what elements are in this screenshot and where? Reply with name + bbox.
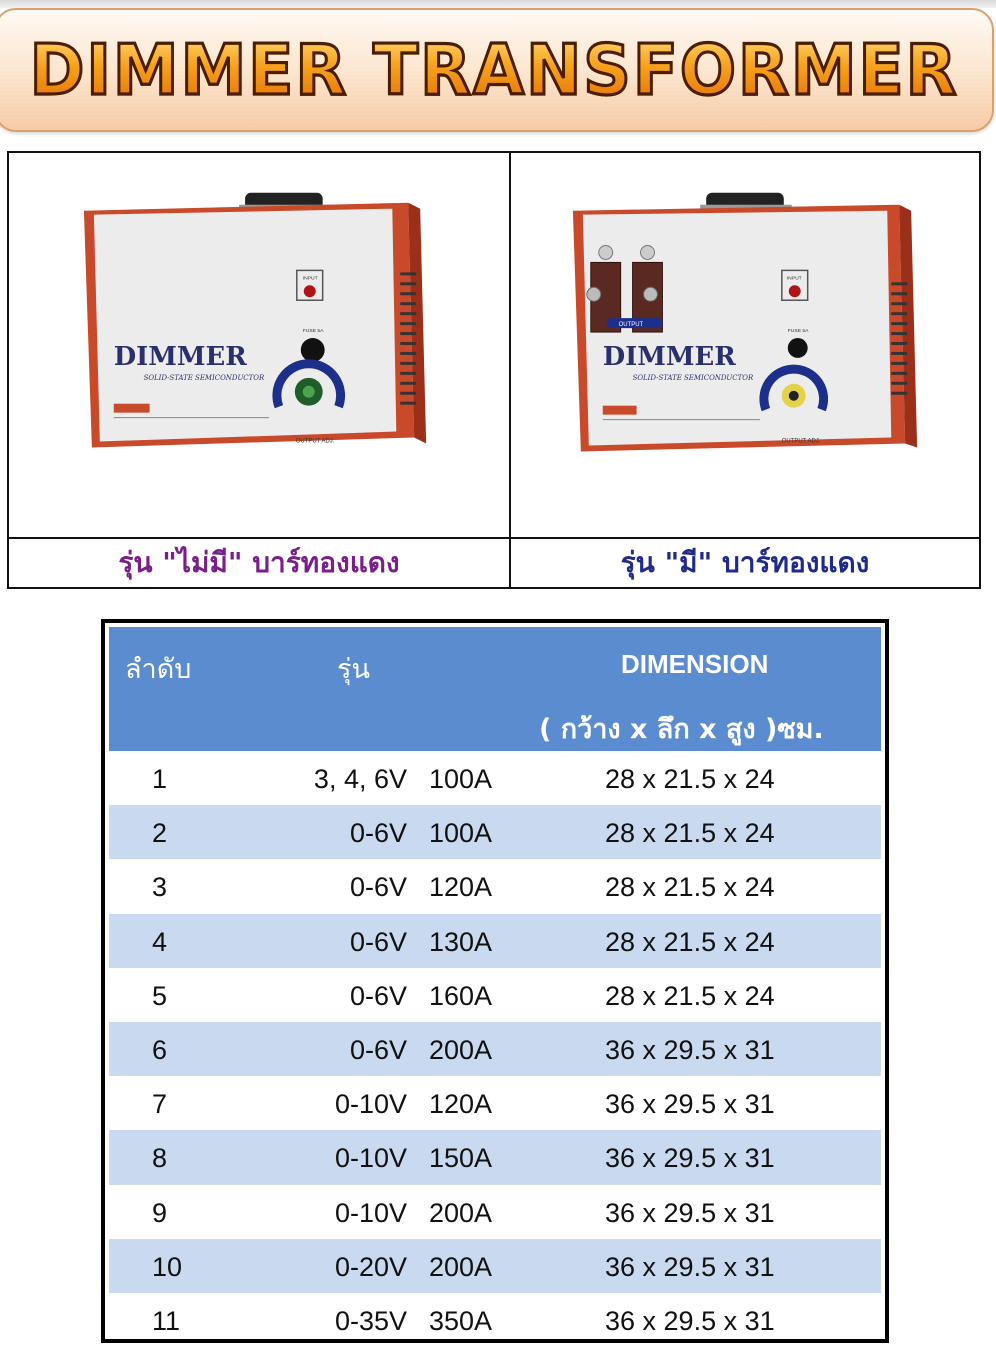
svg-text:FUSE 5A: FUSE 5A bbox=[303, 328, 324, 334]
row-current: 350A bbox=[429, 1305, 493, 1336]
row-voltage: 0-10V bbox=[334, 1089, 407, 1120]
dimmer-unit-image: INPUT FUSE 5A DIMMER SOLID-STATE SEMICON… bbox=[83, 192, 427, 448]
table-row: 2 0-6V 100A 28 x 21.5 x 24 bbox=[109, 805, 881, 860]
table-row: 11 0-35V 350A 36 x 29.5 x 31 bbox=[109, 1293, 881, 1347]
banner-title: DIMMER TRANSFORMER bbox=[28, 28, 959, 112]
row-dimension: 28 x 21.5 x 24 bbox=[605, 926, 775, 957]
row-number: 3 bbox=[152, 872, 168, 903]
table-row: 7 0-10V 120A 36 x 29.5 x 31 bbox=[109, 1076, 881, 1130]
caption-cell-with: รุ่น "มี" บาร์ทองแดง bbox=[511, 539, 979, 587]
row-dimension: 28 x 21.5 x 24 bbox=[605, 764, 775, 794]
photo-with-copper-bar: OUTPUT INPUT FUSE 5A DIMMER SOLID-STATE … bbox=[511, 153, 979, 539]
caption-without-copper-bar: รุ่น "ไม่มี" บาร์ทองแดง bbox=[118, 546, 400, 579]
row-current: 200A bbox=[429, 1197, 493, 1228]
row-current: 120A bbox=[429, 1089, 493, 1120]
row-voltage: 0-10V bbox=[334, 1197, 407, 1228]
row-current: 130A bbox=[429, 926, 493, 957]
row-voltage: 0-10V bbox=[334, 1143, 407, 1174]
svg-text:FUSE 5A: FUSE 5A bbox=[788, 328, 809, 334]
table-row: 8 0-10V 150A 36 x 29.5 x 31 bbox=[109, 1130, 881, 1185]
table-row: 10 0-20V 200A 36 x 29.5 x 31 bbox=[109, 1238, 881, 1293]
table-row: 4 0-6V 130A 28 x 21.5 x 24 bbox=[109, 913, 881, 968]
table-row: 5 0-6V 160A 28 x 21.5 x 24 bbox=[109, 968, 881, 1022]
row-number: 1 bbox=[152, 764, 168, 794]
svg-text:INPUT: INPUT bbox=[303, 275, 318, 281]
spec-table-body: 1 3, 4, 6V 100A 28 x 21.5 x 24 2 0-6V 100A 28 x… bbox=[109, 751, 881, 1347]
row-current: 200A bbox=[429, 1034, 493, 1065]
svg-text:OUTPUT ADJ.: OUTPUT ADJ. bbox=[296, 438, 335, 444]
table-row: 6 0-6V 200A 36 x 29.5 x 31 bbox=[109, 1021, 881, 1077]
row-voltage: 0-6V bbox=[349, 818, 407, 849]
svg-text:OUTPUT: OUTPUT bbox=[619, 322, 644, 328]
row-number: 11 bbox=[152, 1305, 181, 1336]
row-number: 7 bbox=[152, 1089, 168, 1120]
row-current: 200A bbox=[429, 1251, 493, 1282]
row-dimension: 28 x 21.5 x 24 bbox=[605, 872, 775, 903]
row-number: 4 bbox=[152, 926, 168, 957]
row-current: 120A bbox=[429, 872, 493, 903]
row-current: 100A bbox=[429, 818, 493, 849]
svg-text:OUTPUT ADJ.: OUTPUT ADJ. bbox=[782, 438, 821, 444]
row-number: 5 bbox=[152, 980, 168, 1011]
row-current: 160A bbox=[429, 980, 493, 1011]
header-dimension-unit: ( กว้าง x ลึก x สูง )ซม. bbox=[539, 714, 824, 745]
row-current: 150A bbox=[429, 1143, 493, 1174]
table-row: 1 3, 4, 6V 100A 28 x 21.5 x 24 bbox=[109, 751, 881, 805]
spec-table: ลำดับ รุ่น DIMENSION ( กว้าง x ลึก x สูง… bbox=[101, 619, 889, 1343]
row-dimension: 28 x 21.5 x 24 bbox=[605, 980, 775, 1011]
photo-without-copper-bar: INPUT FUSE 5A DIMMER SOLID-STATE SEMICON… bbox=[9, 153, 511, 539]
svg-text:SOLID-STATE SEMICONDUCTOR: SOLID-STATE SEMICONDUCTOR bbox=[633, 374, 754, 382]
row-number: 2 bbox=[152, 818, 168, 849]
row-dimension: 36 x 29.5 x 31 bbox=[605, 1089, 775, 1120]
table-row: 9 0-10V 200A 36 x 29.5 x 31 bbox=[109, 1185, 881, 1239]
svg-text:DIMMER: DIMMER bbox=[603, 342, 736, 372]
row-number: 8 bbox=[152, 1143, 168, 1174]
header-model: รุ่น bbox=[337, 654, 370, 685]
row-dimension: 28 x 21.5 x 24 bbox=[605, 818, 775, 849]
table-row: 3 0-6V 120A 28 x 21.5 x 24 bbox=[109, 859, 881, 913]
row-number: 6 bbox=[152, 1034, 168, 1065]
row-dimension: 36 x 29.5 x 31 bbox=[605, 1143, 775, 1174]
row-voltage: 0-6V bbox=[349, 926, 407, 957]
caption-with-copper-bar: รุ่น "มี" บาร์ทองแดง bbox=[620, 546, 870, 579]
header-dimension: DIMENSION bbox=[621, 649, 769, 679]
row-current: 100A bbox=[429, 764, 493, 794]
row-number: 10 bbox=[152, 1251, 183, 1282]
row-voltage: 0-6V bbox=[349, 1034, 407, 1065]
svg-text:SOLID-STATE SEMICONDUCTOR: SOLID-STATE SEMICONDUCTOR bbox=[144, 374, 265, 382]
header-order: ลำดับ bbox=[125, 654, 192, 685]
row-dimension: 36 x 29.5 x 31 bbox=[605, 1305, 775, 1336]
caption-cell-without: รุ่น "ไม่มี" บาร์ทองแดง bbox=[9, 539, 511, 587]
svg-text:DIMMER: DIMMER bbox=[114, 342, 247, 372]
row-voltage: 3, 4, 6V bbox=[313, 764, 407, 794]
row-dimension: 36 x 29.5 x 31 bbox=[605, 1034, 775, 1065]
row-voltage: 0-35V bbox=[334, 1305, 407, 1336]
row-number: 9 bbox=[152, 1197, 168, 1228]
svg-text:INPUT: INPUT bbox=[787, 275, 802, 281]
product-photo-grid: INPUT FUSE 5A DIMMER SOLID-STATE SEMICON… bbox=[7, 151, 981, 589]
row-voltage: 0-6V bbox=[349, 872, 407, 903]
row-dimension: 36 x 29.5 x 31 bbox=[605, 1251, 775, 1282]
dimmer-unit-copper-bar-image: OUTPUT INPUT FUSE 5A DIMMER SOLID-STATE … bbox=[572, 192, 918, 452]
title-banner: DIMMER TRANSFORMER bbox=[0, 8, 994, 132]
top-strip bbox=[0, 0, 996, 8]
row-dimension: 36 x 29.5 x 31 bbox=[605, 1197, 775, 1228]
row-voltage: 0-6V bbox=[349, 980, 407, 1011]
spec-table-header: ลำดับ รุ่น DIMENSION ( กว้าง x ลึก x สูง… bbox=[109, 627, 881, 751]
row-voltage: 0-20V bbox=[334, 1251, 407, 1282]
